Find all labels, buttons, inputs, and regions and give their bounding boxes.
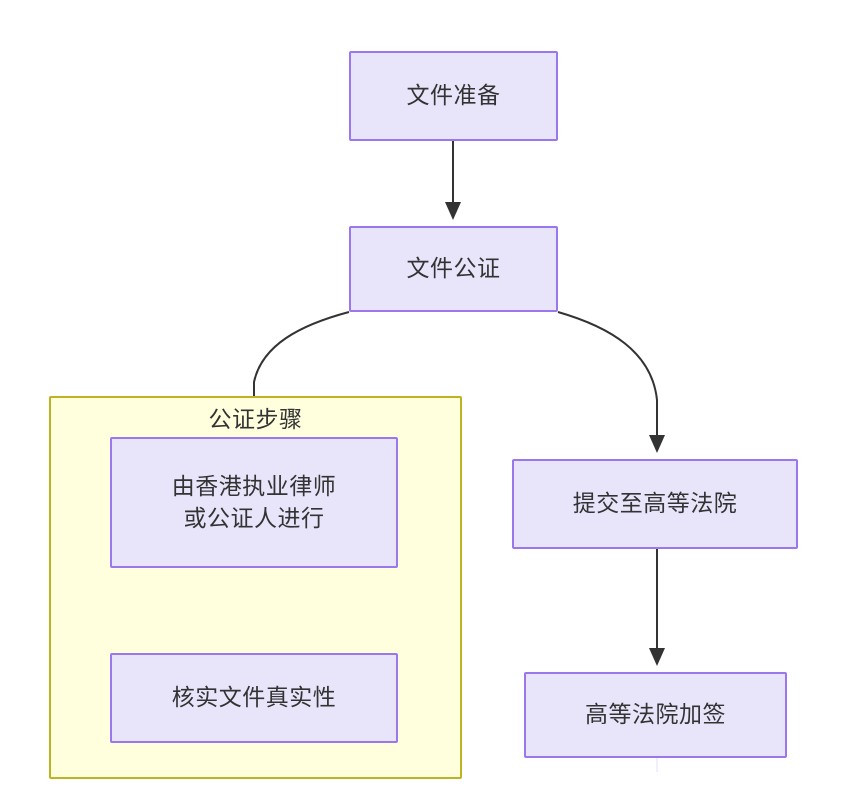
node-verify-document-authenticity[interactable]: 核实文件真实性 — [110, 653, 398, 743]
node-document-notarization[interactable]: 文件公证 — [349, 226, 558, 312]
node-hk-lawyer-or-notary[interactable]: 由香港执业律师 或公证人进行 — [110, 437, 398, 568]
node-hk-lawyer-line-1: 由香港执业律师 — [171, 472, 337, 499]
edge-notarize-to-submit — [557, 311, 665, 453]
node-document-preparation[interactable]: 文件准备 — [349, 51, 558, 141]
node-high-court-apostille[interactable]: 高等法院加签 — [524, 672, 787, 758]
cluster-notary-steps-label: 公证步骤 — [208, 406, 303, 432]
node-submit-to-high-court[interactable]: 提交至高等法院 — [512, 459, 798, 549]
node-hk-lawyer-line-2: 或公证人进行 — [183, 504, 325, 531]
